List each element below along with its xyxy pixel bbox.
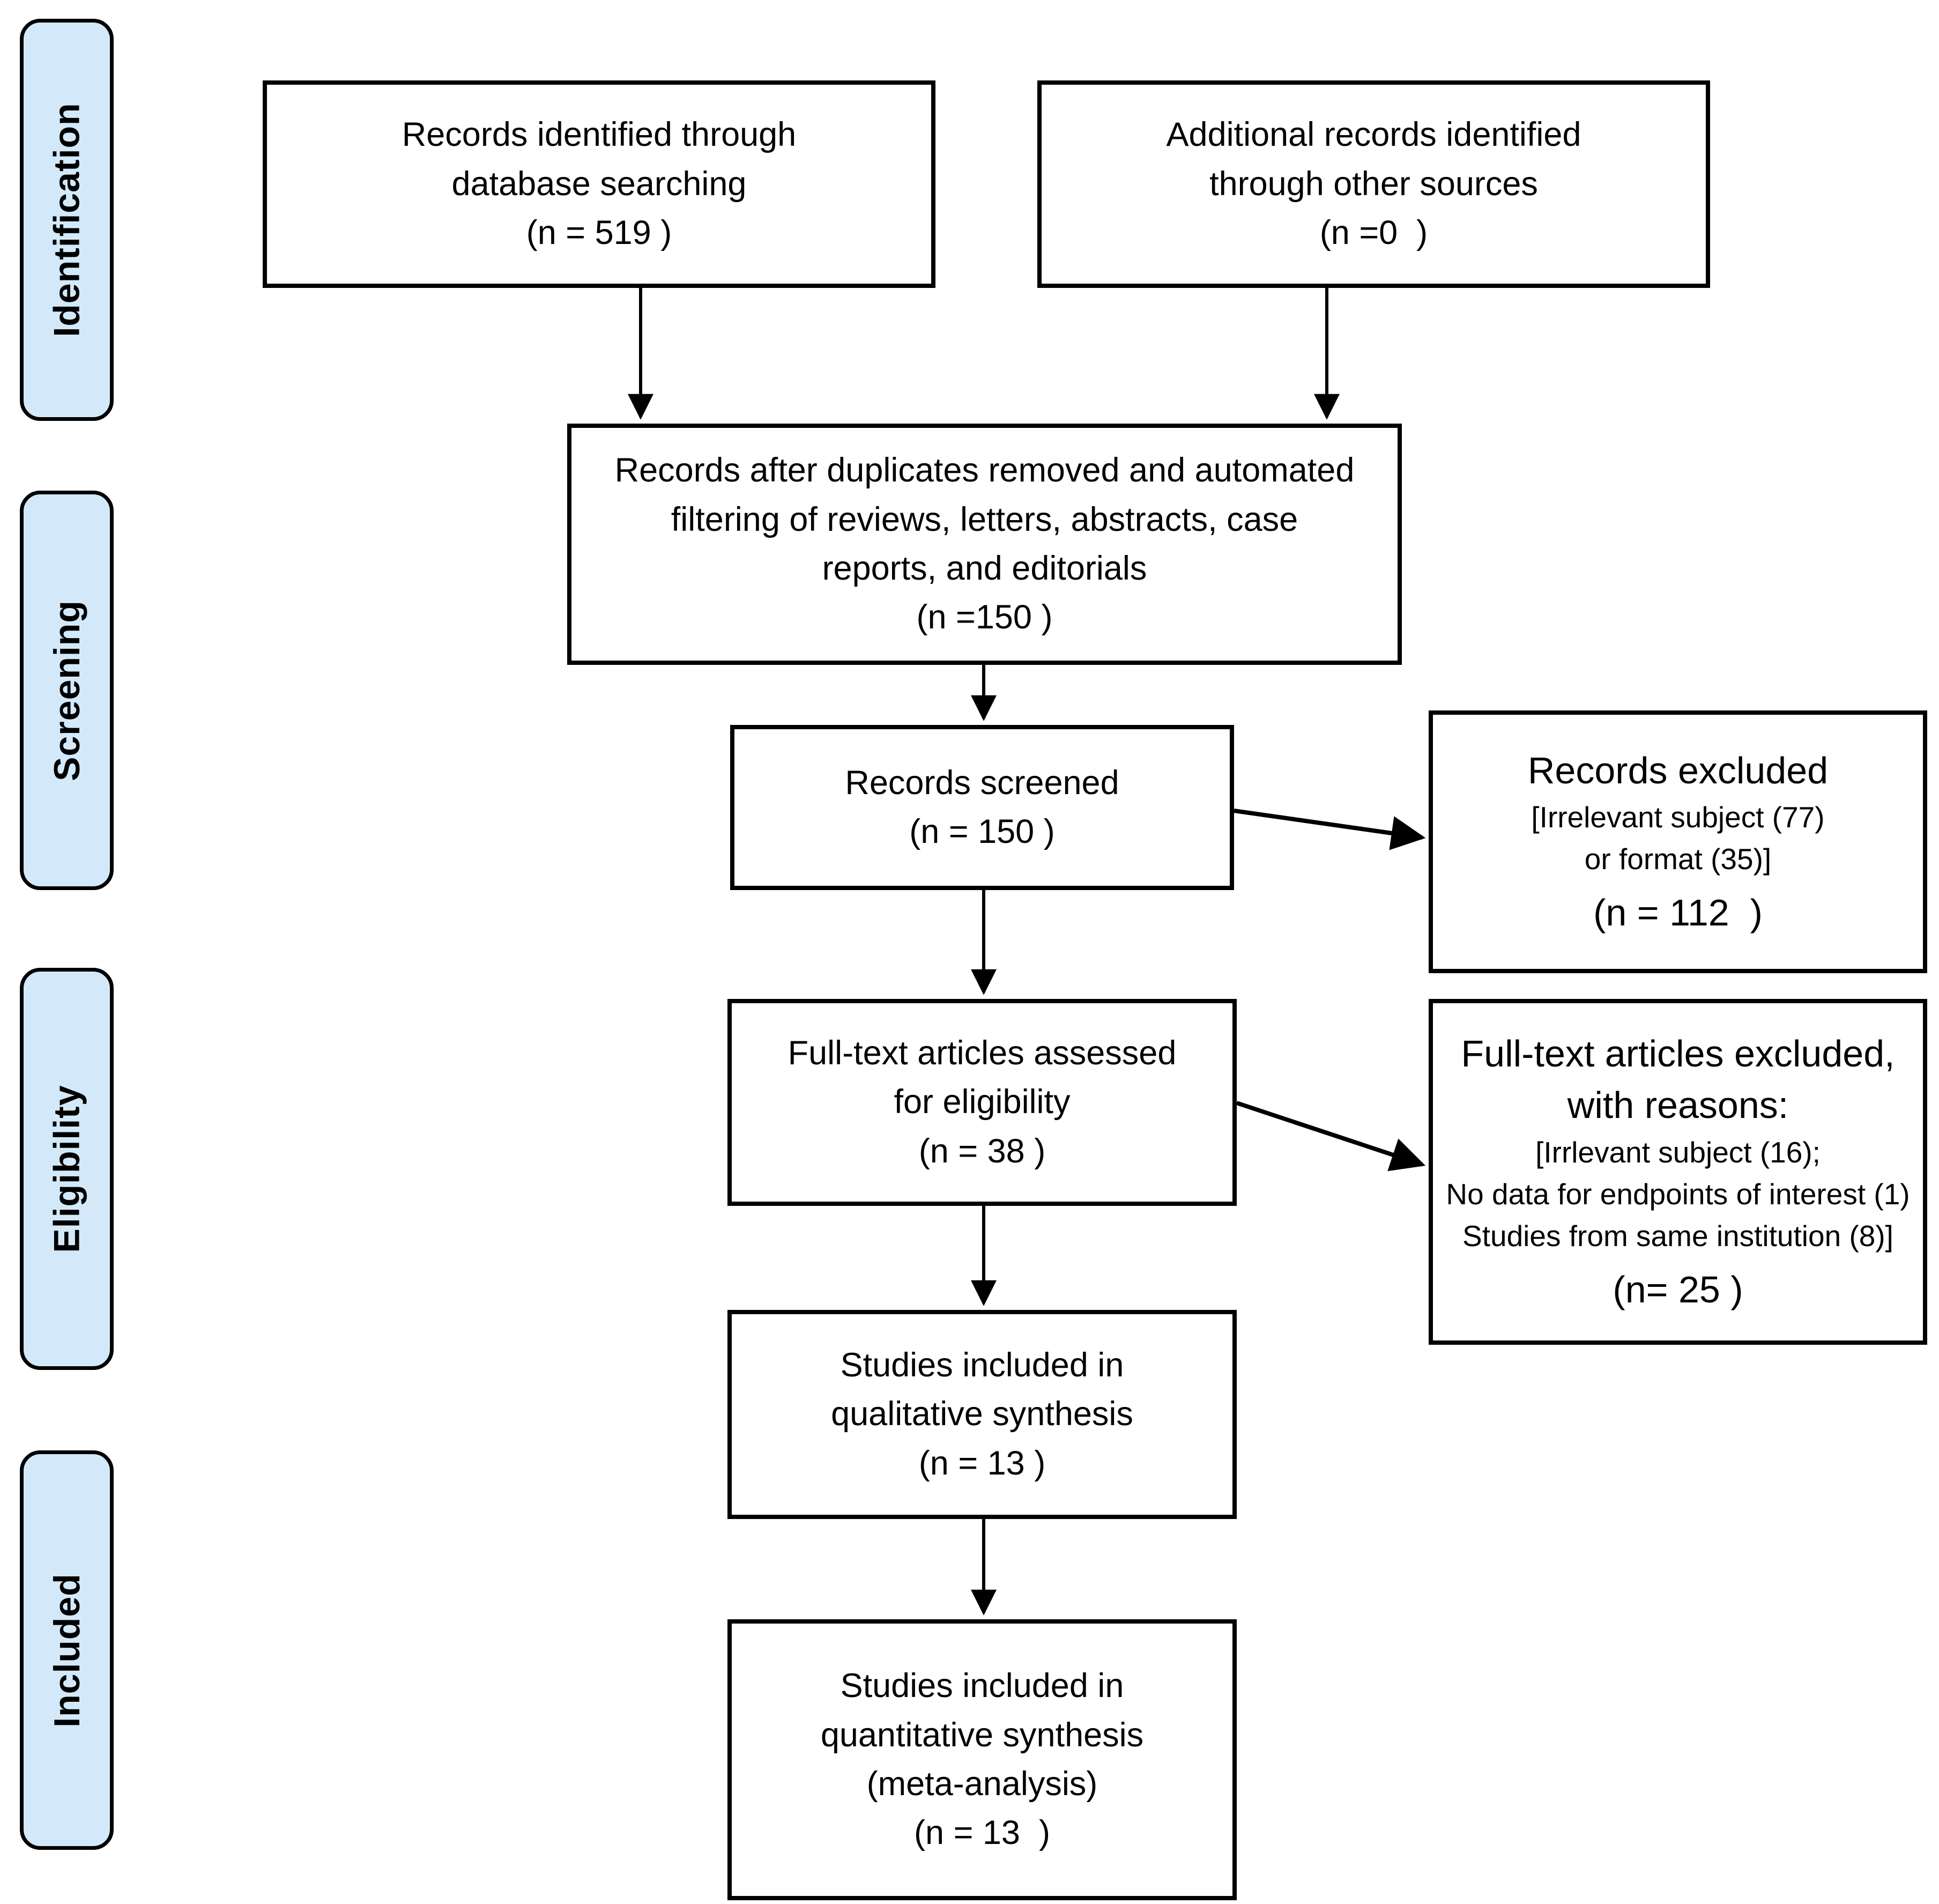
- box-qualitative-synthesis: Studies included in qualitative synthesi…: [727, 1310, 1237, 1519]
- box-records-excluded-count: (n = 112 ): [1593, 892, 1763, 934]
- box-fulltext-assessed: Full-text articles assessed for eligibil…: [727, 999, 1237, 1206]
- box-records-screened-line: Records screened: [845, 764, 1119, 802]
- stage-identification: Identification: [20, 19, 114, 421]
- box-duplicates-removed-count: (n =150 ): [916, 598, 1053, 636]
- box-fulltext-assessed-line: for eligibility: [894, 1083, 1071, 1121]
- box-fulltext-excluded-title: Full-text articles excluded,: [1461, 1032, 1895, 1075]
- box-records-identified-count: (n = 519 ): [526, 214, 672, 252]
- box-fulltext-excluded-title: with reasons:: [1567, 1084, 1789, 1127]
- box-records-identified: Records identified through database sear…: [263, 80, 935, 288]
- box-fulltext-excluded: Full-text articles excluded, with reason…: [1429, 999, 1927, 1345]
- box-records-screened-count: (n = 150 ): [909, 813, 1055, 850]
- box-records-excluded-detail: [Irrelevant subject (77): [1531, 801, 1825, 834]
- box-qualitative-synthesis-line: Studies included in: [840, 1346, 1124, 1384]
- box-quantitative-synthesis-line: Studies included in: [840, 1667, 1124, 1705]
- box-duplicates-removed: Records after duplicates removed and aut…: [567, 424, 1402, 665]
- box-additional-records-count: (n =0 ): [1319, 214, 1428, 252]
- box-qualitative-synthesis-count: (n = 13 ): [918, 1444, 1046, 1482]
- box-quantitative-synthesis-line: (meta-analysis): [866, 1765, 1098, 1803]
- box-records-excluded: Records excluded [Irrelevant subject (77…: [1429, 710, 1927, 973]
- box-fulltext-excluded-count: (n= 25 ): [1613, 1269, 1743, 1311]
- stage-eligibility-label: Eligibility: [46, 1085, 87, 1253]
- stage-screening-label: Screening: [46, 599, 87, 781]
- box-fulltext-excluded-detail: Studies from same institution (8)]: [1462, 1219, 1893, 1253]
- box-fulltext-excluded-detail: [Irrlevant subject (16);: [1535, 1135, 1821, 1169]
- arrow-fulltext-to-excluded: [1236, 1101, 1426, 1172]
- stage-screening: Screening: [20, 491, 114, 890]
- box-records-screened: Records screened (n = 150 ): [730, 725, 1234, 890]
- box-quantitative-synthesis-count: (n = 13 ): [914, 1814, 1050, 1852]
- box-records-identified-line: Records identified through: [402, 116, 797, 154]
- arrow-screened-to-excluded: [1234, 809, 1426, 850]
- box-duplicates-removed-line: filtering of reviews, letters, abstracts…: [671, 500, 1298, 538]
- box-fulltext-assessed-line: Full-text articles assessed: [788, 1034, 1177, 1072]
- box-fulltext-excluded-detail: No data for endpoints of interest (1): [1446, 1177, 1910, 1211]
- box-additional-records: Additional records identified through ot…: [1037, 80, 1710, 288]
- box-records-excluded-title: Records excluded: [1527, 749, 1829, 791]
- box-duplicates-removed-line: Records after duplicates removed and aut…: [614, 451, 1355, 490]
- box-fulltext-assessed-count: (n = 38 ): [918, 1132, 1046, 1170]
- stage-eligibility: Eligibility: [20, 968, 114, 1370]
- box-records-excluded-detail: or format (35)]: [1584, 842, 1772, 876]
- box-qualitative-synthesis-line: qualitative synthesis: [831, 1395, 1133, 1433]
- box-records-identified-line: database searching: [451, 165, 747, 203]
- box-additional-records-line: through other sources: [1209, 165, 1538, 203]
- box-duplicates-removed-line: reports, and editorials: [822, 550, 1147, 587]
- stage-identification-label: Identification: [46, 102, 87, 337]
- stage-included: Included: [20, 1450, 114, 1850]
- box-quantitative-synthesis-line: quantitative synthesis: [820, 1716, 1144, 1754]
- box-additional-records-line: Additional records identified: [1166, 116, 1581, 154]
- stage-included-label: Included: [46, 1573, 87, 1728]
- box-quantitative-synthesis: Studies included in quantitative synthes…: [727, 1619, 1237, 1900]
